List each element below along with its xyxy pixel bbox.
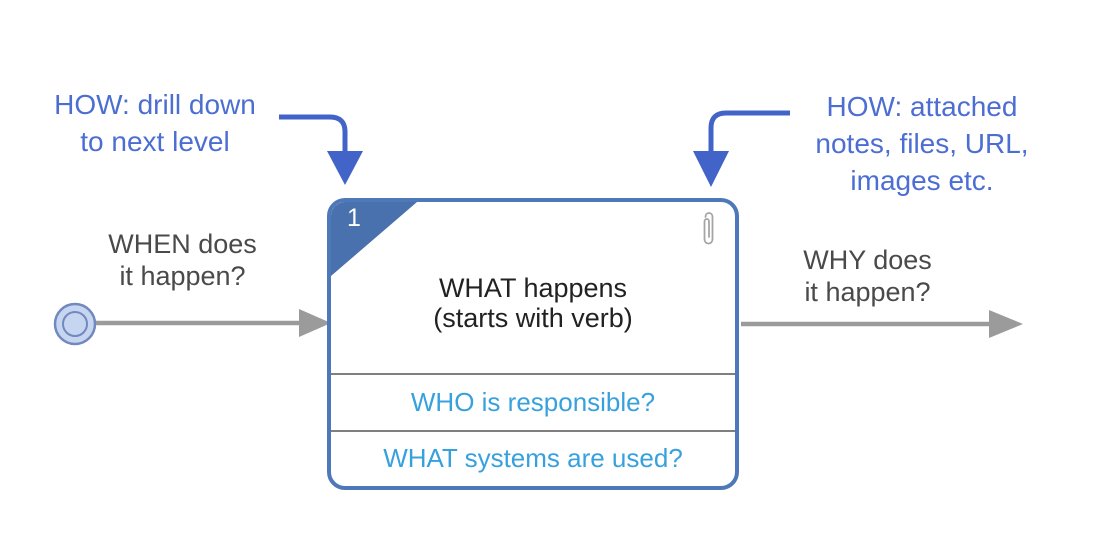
annotation-drill-down: HOW: drill down to next level <box>20 86 290 160</box>
who-field-row[interactable]: WHO is responsible? <box>331 373 735 430</box>
annotation-drill-down-line2: to next level <box>80 126 230 157</box>
drill-down-arrow-icon <box>279 114 363 185</box>
flow-arrow-in <box>96 309 331 337</box>
process-title-line1: WHAT happens <box>438 272 628 303</box>
label-why-line1: WHY does <box>803 245 932 275</box>
annotation-attachments-line3: images etc. <box>850 165 994 196</box>
process-title-line2: (starts with verb) <box>433 302 633 333</box>
systems-field-row[interactable]: WHAT systems are used? <box>331 429 735 487</box>
flow-arrow-out <box>741 310 1023 338</box>
label-when-line1: WHEN does <box>108 229 257 259</box>
who-field-label: WHO is responsible? <box>410 386 656 417</box>
process-title: WHAT happens (starts with verb) <box>331 202 735 373</box>
level-number-badge[interactable]: 1 <box>347 204 361 232</box>
attachment-arrow-icon <box>693 110 790 187</box>
label-when: WHEN does it happen? <box>95 228 270 292</box>
annotation-attachments-line1: HOW: attached <box>826 91 1018 122</box>
level-badge-corner[interactable] <box>331 202 421 282</box>
systems-field-label: WHAT systems are used? <box>383 443 683 474</box>
label-why: WHY does it happen? <box>775 244 960 308</box>
start-node-icon[interactable] <box>53 302 97 346</box>
annotation-drill-down-line1: HOW: drill down <box>54 89 256 120</box>
annotation-attachments-line2: notes, files, URL, <box>815 128 1029 159</box>
label-why-line2: it happen? <box>804 277 931 307</box>
process-box[interactable]: 1 WHAT happens (starts with verb) WHO is… <box>327 198 739 490</box>
label-when-line2: it happen? <box>119 261 246 291</box>
annotation-attachments: HOW: attached notes, files, URL, images … <box>782 88 1062 199</box>
paperclip-icon[interactable] <box>700 212 718 248</box>
